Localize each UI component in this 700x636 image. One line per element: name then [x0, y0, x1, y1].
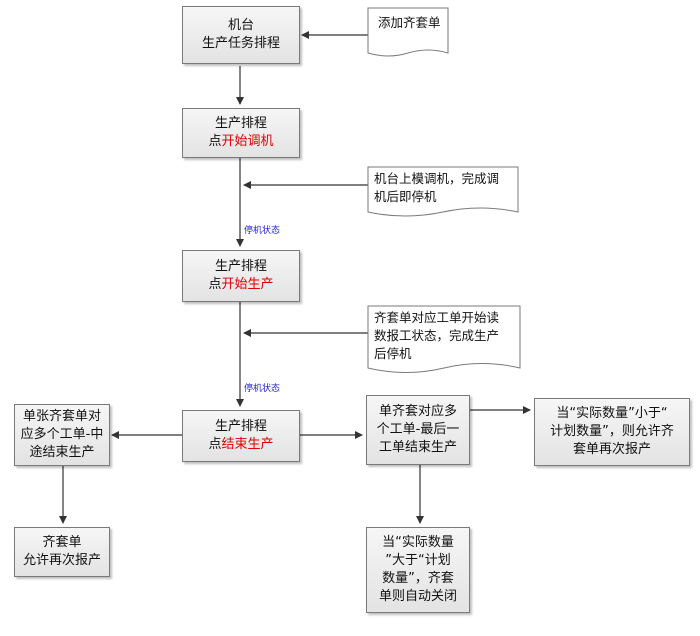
actual-greater-than-plan-box[interactable]: 当“实际数量 ”大于“计划 数量”，齐套 单则自动关闭: [366, 527, 470, 613]
schedule-label: 生产排程: [214, 259, 267, 274]
end-production-box[interactable]: 生产排程 点结束生产: [182, 410, 300, 462]
schedule-label: 生产排程: [214, 116, 267, 131]
mold-note-shape: [367, 166, 519, 217]
kit-allow-report-box[interactable]: 齐套单 允许再次报产: [14, 527, 110, 577]
actual-less-than-plan-box[interactable]: 当“实际数量”小于“ 计划数量”，则允许齐 套单再次报产: [534, 398, 690, 466]
single-kit-multi-mid-box[interactable]: 单张齐套单对 应多个工单-中 途结束生产: [14, 404, 110, 466]
single-kit-multi-last-box[interactable]: 单齐套对应多 个工单-最后一 工单结束生产: [366, 395, 470, 465]
stop-state-label-2: 停机状态: [244, 384, 281, 394]
start-production-box[interactable]: 生产排程 点开始生产: [182, 250, 300, 302]
start-tuning-box[interactable]: 生产排程 点开始调机: [182, 108, 300, 158]
click-prefix: 点: [208, 437, 222, 452]
add-kit-note-shape: [367, 7, 449, 57]
stop-state-label-1: 停机状态: [244, 226, 281, 236]
click-prefix: 点: [208, 134, 222, 149]
report-status-note: 齐套单对应工单开始读 数报工状态，完成生产 后停机: [374, 310, 500, 361]
schedule-label: 生产排程: [214, 419, 267, 434]
machine-label: 机台: [227, 18, 254, 33]
end-production-action: 结束生产: [221, 437, 274, 452]
machine-schedule-box[interactable]: 机台 生产任务排程: [182, 6, 300, 64]
click-prefix: 点: [208, 277, 222, 292]
add-kit-order-note: 添加齐套单: [378, 15, 441, 30]
report-note-shape: [367, 305, 521, 373]
start-tuning-action: 开始调机: [221, 134, 274, 149]
production-task-schedule-label: 生产任务排程: [201, 36, 280, 51]
mold-tuning-note: 机台上模调机，完成调 机后即停机: [374, 171, 500, 204]
start-production-action: 开始生产: [221, 277, 274, 292]
